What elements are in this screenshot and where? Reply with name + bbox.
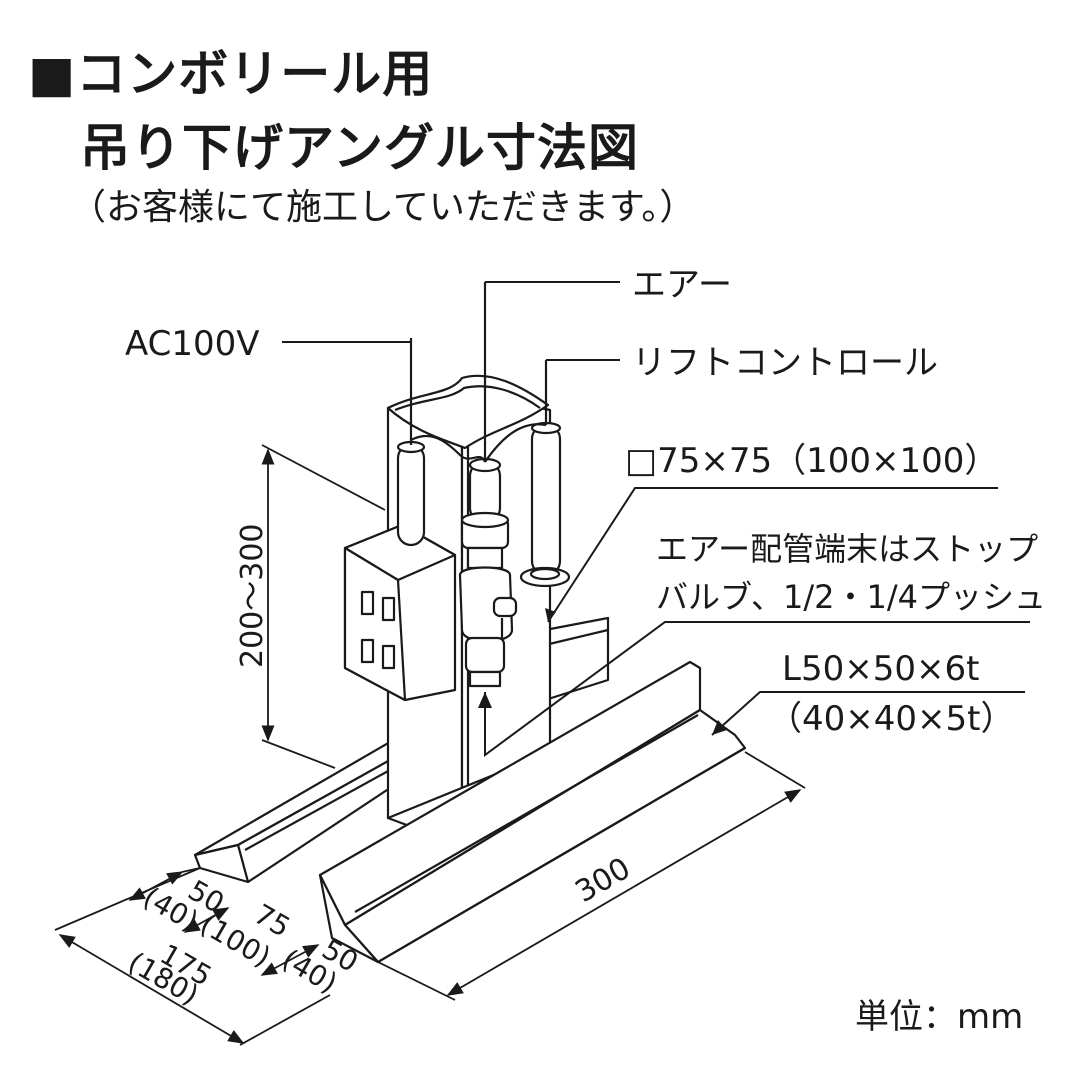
leader-air-pipe: [484, 621, 1030, 757]
page-title-line1: ■コンボリール用: [28, 45, 434, 103]
label-unit: 単位：mm: [855, 997, 1023, 1037]
installation-note: （お客様にて施工していただきます。）: [70, 187, 696, 228]
dim-height-text: 200～300: [235, 523, 270, 668]
label-angle-size-line1: L50×50×6t: [782, 649, 979, 689]
ac100v-cable: [396, 338, 426, 547]
outlet-box: [343, 523, 457, 702]
label-air-pipe-line2: バルブ、1/2・1/4プッシュ: [656, 578, 1046, 616]
label-angle-size-line2: （40×40×5t）: [768, 699, 1014, 739]
dim-length-text: 300: [570, 851, 637, 910]
leader-angle-size: [711, 691, 1025, 736]
lift-control-cable: [519, 360, 571, 588]
label-lift-control: リフトコントロール: [632, 343, 938, 383]
label-ac100v: AC100V: [125, 324, 260, 364]
leader-column-size: [547, 487, 998, 623]
label-air-pipe-line1: エアー配管端末はストップ: [656, 530, 1038, 568]
page-title-line2: 吊り下げアングル寸法図: [80, 119, 639, 177]
label-column-size: □75×75（100×100）: [625, 441, 998, 481]
label-air: エアー: [632, 265, 732, 305]
dim-length-line: [446, 789, 802, 996]
air-valve: [458, 282, 518, 688]
